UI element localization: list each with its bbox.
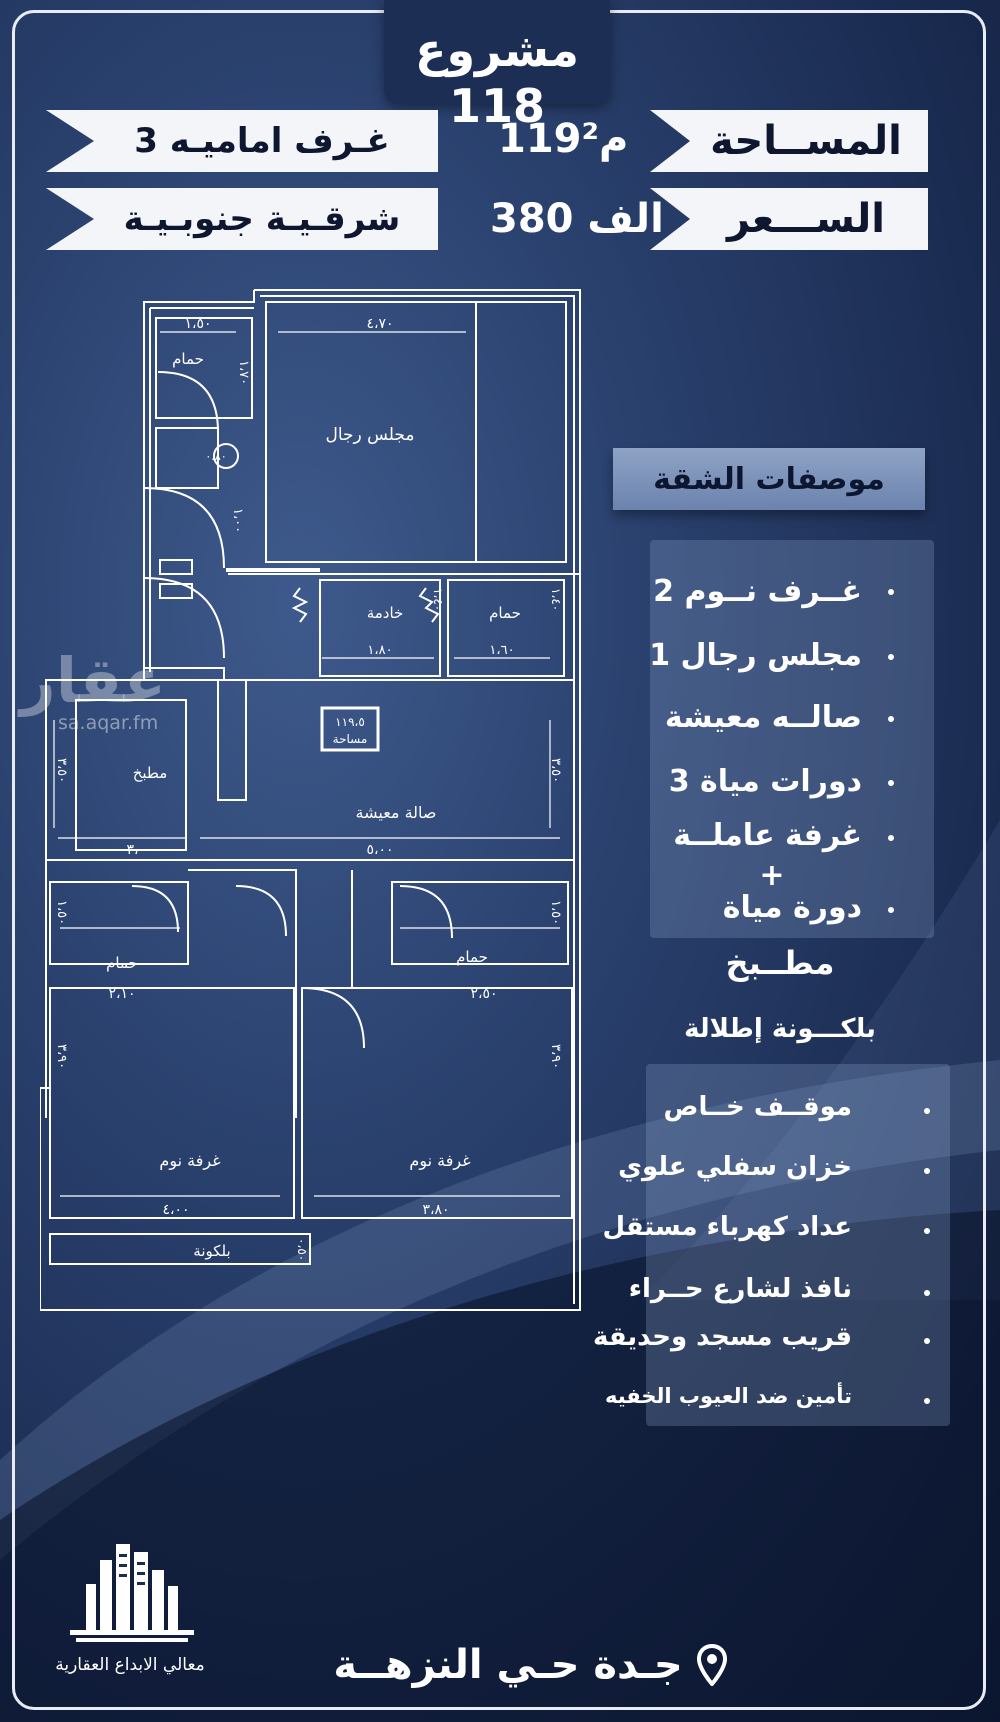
company-name: معالي الابداع العقارية: [55, 1655, 205, 1675]
bedroom-right-label: غرفة نوم: [409, 1151, 470, 1171]
dim-050: ٠،٥٠: [295, 1238, 309, 1261]
bullet: [924, 1168, 930, 1174]
price-label: الســـعر: [727, 196, 885, 242]
dim-390a: ٣،٩٠: [54, 1044, 69, 1069]
rooms-front-text: 3 غـرف اماميـه: [134, 121, 390, 161]
spec-majlis: 1 مجلس رجال: [649, 638, 862, 673]
spec-maid-bath: دورة مياة: [722, 890, 862, 925]
rooms-front-ribbon: 3 غـرف اماميـه: [46, 110, 438, 172]
bath-top-label: حمام: [172, 350, 204, 368]
spec-street: نافذ لشارع حــراء: [628, 1274, 852, 1304]
bullet: [924, 1338, 930, 1344]
bath-right-label: حمام: [456, 948, 488, 966]
specs-panel-1: [650, 540, 934, 938]
bedroom-left: [49, 987, 295, 1219]
bullet: [924, 1290, 930, 1296]
floor-plan: مجلس رجال حمام خادمة حمام مطبخ صالة معيش…: [40, 289, 581, 1311]
dim-150b: ١،٥٠: [54, 900, 69, 925]
dim-470: ٤،٧٠: [366, 316, 393, 332]
bullet: [888, 780, 894, 786]
location-row: جـدة حـي النزهــة: [330, 1635, 730, 1695]
dim-350b: ٣،٥٠: [548, 758, 563, 783]
dim-390b: ٣،٩٠: [548, 1044, 563, 1069]
dim-180: ١،٨٠: [367, 643, 392, 658]
spec-water-tank: خزان سفلي علوي: [618, 1152, 852, 1182]
spec-living: صالــه معيشة: [664, 700, 862, 735]
spec-mosque: قريب مسجد وحديقة: [592, 1322, 852, 1352]
spec-warranty: تأمين ضد العيوب الخفيه: [604, 1384, 852, 1408]
kitchen-label: مطبخ: [133, 764, 168, 782]
bullet: [888, 907, 894, 913]
bedroom-right: [301, 987, 573, 1219]
bullet: [924, 1228, 930, 1234]
dim-150: ١،٥٠: [184, 316, 211, 332]
bullet: [924, 1108, 930, 1114]
area-box-label: مساحة: [333, 732, 368, 746]
area-label-ribbon: المســاحة: [650, 110, 928, 172]
majlis-room: [265, 301, 567, 563]
meter-symbol: [213, 443, 239, 469]
spec-maid-room: غرفة عاملــة: [673, 818, 862, 853]
dim-140b: ١،٤٠: [549, 588, 563, 611]
bullet: [888, 716, 894, 722]
spec-parking: موقــف خــاص: [663, 1092, 852, 1122]
spec-baths: 3 دورات مياة: [668, 764, 862, 799]
spec-meter: عداد كهرباء مستقل: [602, 1212, 852, 1242]
living-label: صالة معيشة: [356, 803, 437, 822]
dim-210: ٢،١٠: [108, 986, 135, 1002]
dim-300: ٣،٠٠: [126, 842, 153, 858]
maid-label: خادمة: [367, 604, 404, 622]
orientation-text: شرقـيـة جنوبـيـة: [123, 199, 401, 239]
watermark-brand: عقار: [20, 644, 166, 717]
specs-panel-2: [646, 1064, 950, 1426]
balcony-area: [49, 1233, 311, 1265]
dim-170: ١،٧٠: [236, 360, 251, 385]
price-value: 380 الف: [490, 196, 664, 242]
area-label: المســاحة: [710, 118, 902, 164]
dim-080: ٠،٨٠: [205, 450, 226, 463]
dim-140a: ١،٤٠: [431, 588, 445, 611]
dim-400: ٤،٠٠: [162, 1202, 189, 1218]
dim-160: ١،٦٠: [489, 643, 514, 658]
price-label-ribbon: الســـعر: [650, 188, 928, 250]
dim-150c: ١،٥٠: [548, 900, 563, 925]
balcony-label: بلكونة: [193, 1242, 230, 1260]
dim-380: ٣،٨٠: [422, 1202, 449, 1218]
map-pin-icon: [696, 1644, 727, 1686]
specs-heading: موصفات الشقة: [613, 448, 925, 510]
area-value: 119م²: [498, 116, 629, 162]
bath-left-label: حمام: [106, 954, 138, 972]
watermark-site: sa.aqar.fm: [58, 712, 159, 734]
company-logo-icon: [70, 1544, 194, 1642]
bullet: [888, 654, 894, 660]
dim-100: ١،٠٠: [230, 508, 245, 533]
spec-plus: +: [759, 858, 785, 893]
project-title-box: مشروع 118: [384, 0, 610, 133]
bullet: [924, 1398, 930, 1404]
bullet: [888, 835, 894, 841]
bullet: [888, 589, 894, 595]
spec-kitchen: مطــبخ: [725, 944, 835, 982]
spec-bedrooms: 2 غــرف نــوم: [653, 574, 862, 609]
location-text: جـدة حـي النزهــة: [333, 1642, 683, 1688]
majlis-label: مجلس رجال: [325, 425, 414, 445]
project-title: مشروع 118: [415, 23, 579, 133]
spec-balcony: بلكـــونة إطلالة: [684, 1014, 876, 1044]
bedroom-left-label: غرفة نوم: [159, 1151, 220, 1171]
area-box-value: ١١٩،٥: [335, 715, 365, 729]
orientation-ribbon: شرقـيـة جنوبـيـة: [46, 188, 438, 250]
dim-250: ٢،٥٠: [470, 986, 497, 1002]
bath-mid-label: حمام: [489, 604, 521, 622]
dim-350a: ٣،٥٠: [54, 758, 69, 783]
dim-500: ٥،٠٠: [366, 842, 393, 858]
living-room: [45, 679, 575, 861]
